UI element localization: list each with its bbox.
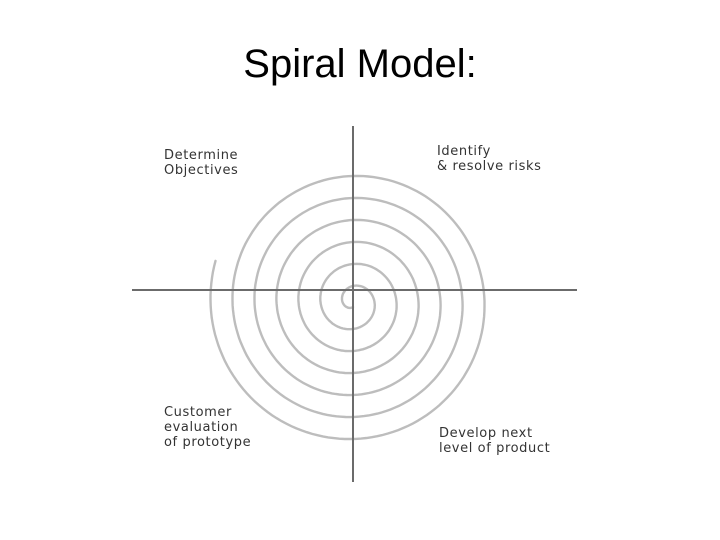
- slide-title: Spiral Model:: [243, 42, 477, 86]
- quadrant-label-line: level of product: [439, 441, 551, 456]
- quadrant-label-develop-next-level: Develop next level of product: [439, 426, 550, 456]
- quadrant-label-line: Objectives: [164, 163, 239, 178]
- quadrant-label-line: evaluation: [164, 420, 239, 435]
- quadrant-label-line: Develop next: [439, 426, 533, 441]
- quadrant-label-line: Identify: [437, 144, 491, 159]
- quadrant-label-line: Determine: [164, 148, 239, 163]
- quadrant-label-line: Customer: [164, 405, 232, 420]
- quadrant-label-line: & resolve risks: [437, 159, 542, 174]
- quadrant-label-determine-objectives: Determine Objectives: [164, 148, 238, 178]
- spiral-curve: [209, 174, 486, 441]
- quadrant-label-line: of prototype: [164, 435, 252, 450]
- quadrant-label-identify-resolve-risks: Identify & resolve risks: [437, 144, 542, 174]
- quadrant-label-customer-evaluation: Customer evaluation of prototype: [164, 405, 251, 450]
